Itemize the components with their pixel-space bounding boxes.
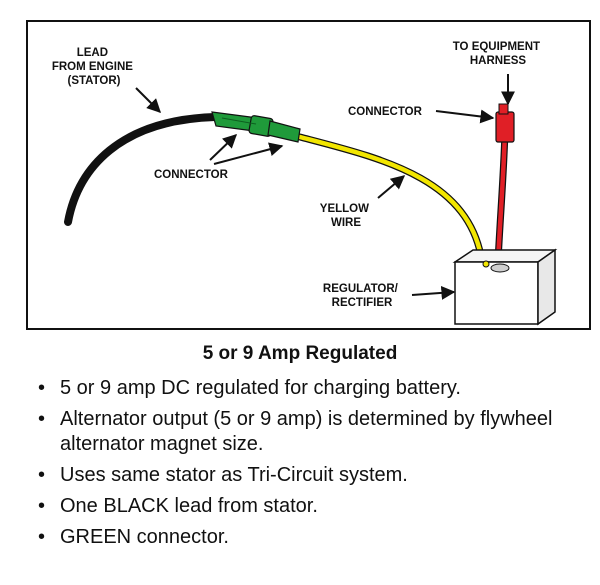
yellow-wire bbox=[297, 134, 485, 265]
label-connector-left: CONNECTOR bbox=[154, 169, 229, 181]
label-regulator-rectifier: REGULATOR/ RECTIFIER bbox=[323, 283, 401, 309]
arrow-yellow-wire bbox=[377, 175, 406, 199]
red-wire bbox=[495, 127, 508, 265]
list-item: One BLACK lead from stator. bbox=[38, 494, 588, 519]
wiring-diagram: LEAD FROM ENGINE (STATOR) TO EQUIPMENT H… bbox=[52, 41, 558, 326]
label-connector-right: CONNECTOR bbox=[348, 106, 423, 118]
label-yellow-wire: YELLOW WIRE bbox=[320, 203, 372, 229]
diagram-caption: 5 or 9 Amp Regulated bbox=[202, 343, 398, 364]
regulator-rectifier-box bbox=[452, 248, 558, 326]
label-equipment-harness: TO EQUIPMENT HARNESS bbox=[453, 41, 544, 67]
label-lead: LEAD FROM ENGINE (STATOR) bbox=[52, 47, 136, 87]
arrow-regulator bbox=[411, 285, 456, 300]
arrow-lead bbox=[135, 87, 161, 113]
arrow-connector-left-a bbox=[209, 134, 238, 161]
red-connector bbox=[495, 103, 515, 143]
arrow-connector-right bbox=[435, 109, 495, 124]
list-item: Uses same stator as Tri-Circuit system. bbox=[38, 463, 588, 488]
green-connector bbox=[211, 111, 301, 143]
arrow-connector-left-b bbox=[213, 142, 284, 165]
list-item: GREEN connector. bbox=[38, 525, 588, 550]
yellow-wire-outline bbox=[296, 133, 486, 266]
black-stator-lead bbox=[64, 113, 219, 226]
list-item: 5 or 9 amp DC regulated for charging bat… bbox=[38, 376, 588, 401]
feature-list: 5 or 9 amp DC regulated for charging bat… bbox=[38, 376, 588, 556]
list-item: Alternator output (5 or 9 amp) is determ… bbox=[38, 407, 588, 457]
